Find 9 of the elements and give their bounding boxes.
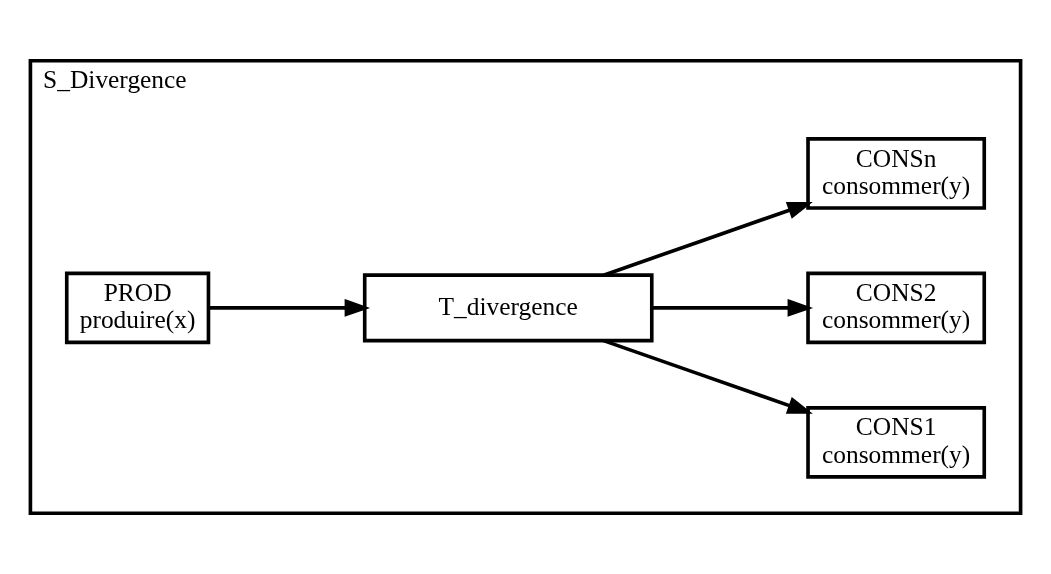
arrow xyxy=(652,298,814,317)
arrow xyxy=(602,201,813,277)
node-box: CONS1 consommer(y) xyxy=(806,406,987,479)
node-box: T_divergence xyxy=(362,273,654,343)
arrow xyxy=(602,338,813,414)
node-box: CONSn consommer(y) xyxy=(806,137,987,210)
arrow xyxy=(209,298,371,317)
node-box: CONS2 consommer(y) xyxy=(806,271,987,345)
node-box: PROD produire(x) xyxy=(64,271,211,345)
